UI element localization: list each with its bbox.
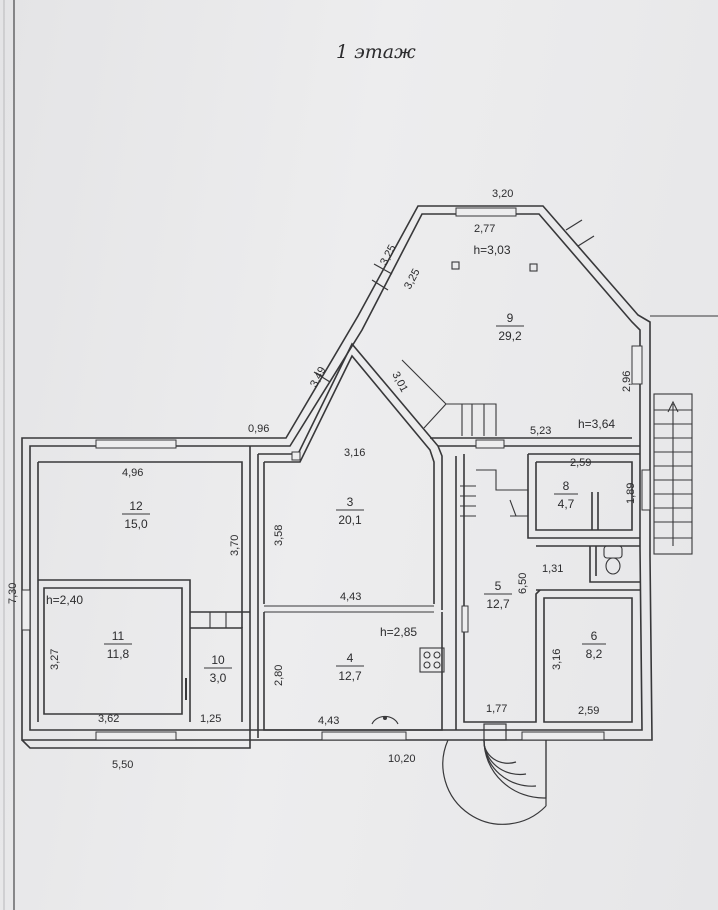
toilet-icon	[603, 545, 623, 559]
dim-9-bottom: 5,23	[530, 425, 551, 437]
dim-9-top-outer: 3,20	[492, 188, 513, 200]
wall-room-9-bottom	[430, 437, 640, 447]
window	[521, 731, 605, 741]
dim-8-top: 2,59	[570, 457, 591, 469]
dim-total-left: 7,30	[7, 583, 19, 604]
window	[475, 439, 505, 449]
window-diag	[565, 219, 583, 231]
dim-4-bottom: 4,43	[318, 715, 339, 727]
room-5-area: 12,7	[486, 597, 510, 611]
sink-drain-icon	[383, 716, 387, 720]
dim-9-diag-inner: 3,25	[402, 267, 423, 292]
dim-12-right: 3,70	[229, 535, 241, 556]
dim-5-right: 6,50	[517, 573, 529, 594]
room-10-number: 10	[211, 653, 225, 667]
window	[455, 207, 517, 217]
dim-11-left: 3,27	[49, 649, 61, 670]
dim-6-bottom: 2,59	[578, 705, 599, 717]
dim-bottom-left: 5,50	[112, 759, 133, 771]
dim-3-left: 3,58	[273, 525, 285, 546]
wall-wc	[589, 546, 640, 583]
wall-room-8	[528, 453, 640, 531]
dim-9-right: 2,96	[621, 371, 633, 392]
room-12-number: 12	[129, 499, 143, 513]
window-diag	[373, 263, 393, 275]
entrance-porch	[442, 723, 547, 825]
window	[631, 345, 643, 385]
window	[291, 451, 301, 461]
window	[95, 731, 177, 741]
window-diag	[577, 235, 595, 247]
room-10-area: 3,0	[210, 671, 227, 685]
column-marker	[451, 261, 460, 270]
room-3-number: 3	[347, 495, 354, 509]
room-4-area: 12,7	[338, 669, 362, 683]
room-3-area: 20,1	[338, 513, 362, 527]
room-8-number: 8	[563, 479, 570, 493]
stair-inner	[460, 469, 529, 517]
dim-4-left: 2,80	[273, 665, 285, 686]
wall-room-6	[536, 589, 640, 723]
dim-4-top: 4,43	[340, 591, 361, 603]
dim-5-bottom: 1,77	[486, 703, 507, 715]
window	[21, 589, 31, 631]
wall-room-3-left	[257, 454, 265, 738]
window	[321, 731, 407, 741]
burner-icon	[423, 651, 431, 659]
window	[95, 439, 177, 449]
dim-096: 0,96	[248, 423, 269, 435]
dim-8-right: 1,89	[625, 483, 637, 504]
wall-room-3	[258, 342, 443, 610]
door-marker	[461, 605, 469, 633]
room-9-number: 9	[507, 311, 514, 325]
dim-10-bottom: 1,25	[200, 713, 221, 725]
burner-icon	[423, 661, 431, 669]
room-9-area: 29,2	[498, 329, 522, 343]
dim-3-diag-outer: 3,49	[308, 365, 329, 390]
dim-131: 1,31	[542, 563, 563, 575]
burner-icon	[433, 651, 441, 659]
stair-landing	[401, 359, 497, 436]
room-12-area: 15,0	[124, 517, 148, 531]
dim-12-top: 4,96	[122, 467, 143, 479]
wall-room-10	[190, 446, 251, 740]
outer-wall-step	[21, 739, 251, 749]
stove-icon	[419, 647, 445, 673]
toilet-bowl-icon	[605, 557, 621, 575]
burner-icon	[433, 661, 441, 669]
wall-room-4	[263, 456, 457, 731]
wall-room-5	[463, 454, 640, 723]
room-6-area: 8,2	[586, 647, 603, 661]
dim-4-height: h=2,85	[380, 625, 417, 639]
dim-9-height: h=3,03	[473, 243, 510, 257]
floor-title: 1 этаж	[336, 41, 416, 63]
dim-6-left: 3,16	[551, 649, 563, 670]
window-diag	[371, 279, 389, 291]
wall-room-11	[38, 579, 191, 722]
room-5-number: 5	[495, 579, 502, 593]
room-4-number: 4	[347, 651, 354, 665]
room-11-area: 11,8	[107, 647, 130, 661]
dim-3-diag-inner: 3,01	[389, 370, 410, 395]
stair-arrow	[509, 499, 517, 517]
dim-9-top-inner: 2,77	[474, 223, 495, 235]
dim-11-bottom: 3,62	[98, 713, 119, 725]
dim-bottom-total: 10,20	[388, 753, 416, 765]
wall-room-12	[37, 461, 243, 722]
room-8-area: 4,7	[558, 497, 575, 511]
inner-wall	[29, 213, 643, 731]
dim-stair-height: h=3,64	[578, 417, 615, 431]
window	[641, 469, 651, 511]
column-marker	[529, 263, 538, 272]
room-11-number: 11	[112, 629, 125, 643]
dim-11-height: h=2,40	[46, 593, 83, 607]
window-diag	[313, 371, 331, 383]
exterior-stair	[650, 315, 718, 555]
dim-3-top: 3,16	[344, 447, 365, 459]
room-6-number: 6	[591, 629, 598, 643]
